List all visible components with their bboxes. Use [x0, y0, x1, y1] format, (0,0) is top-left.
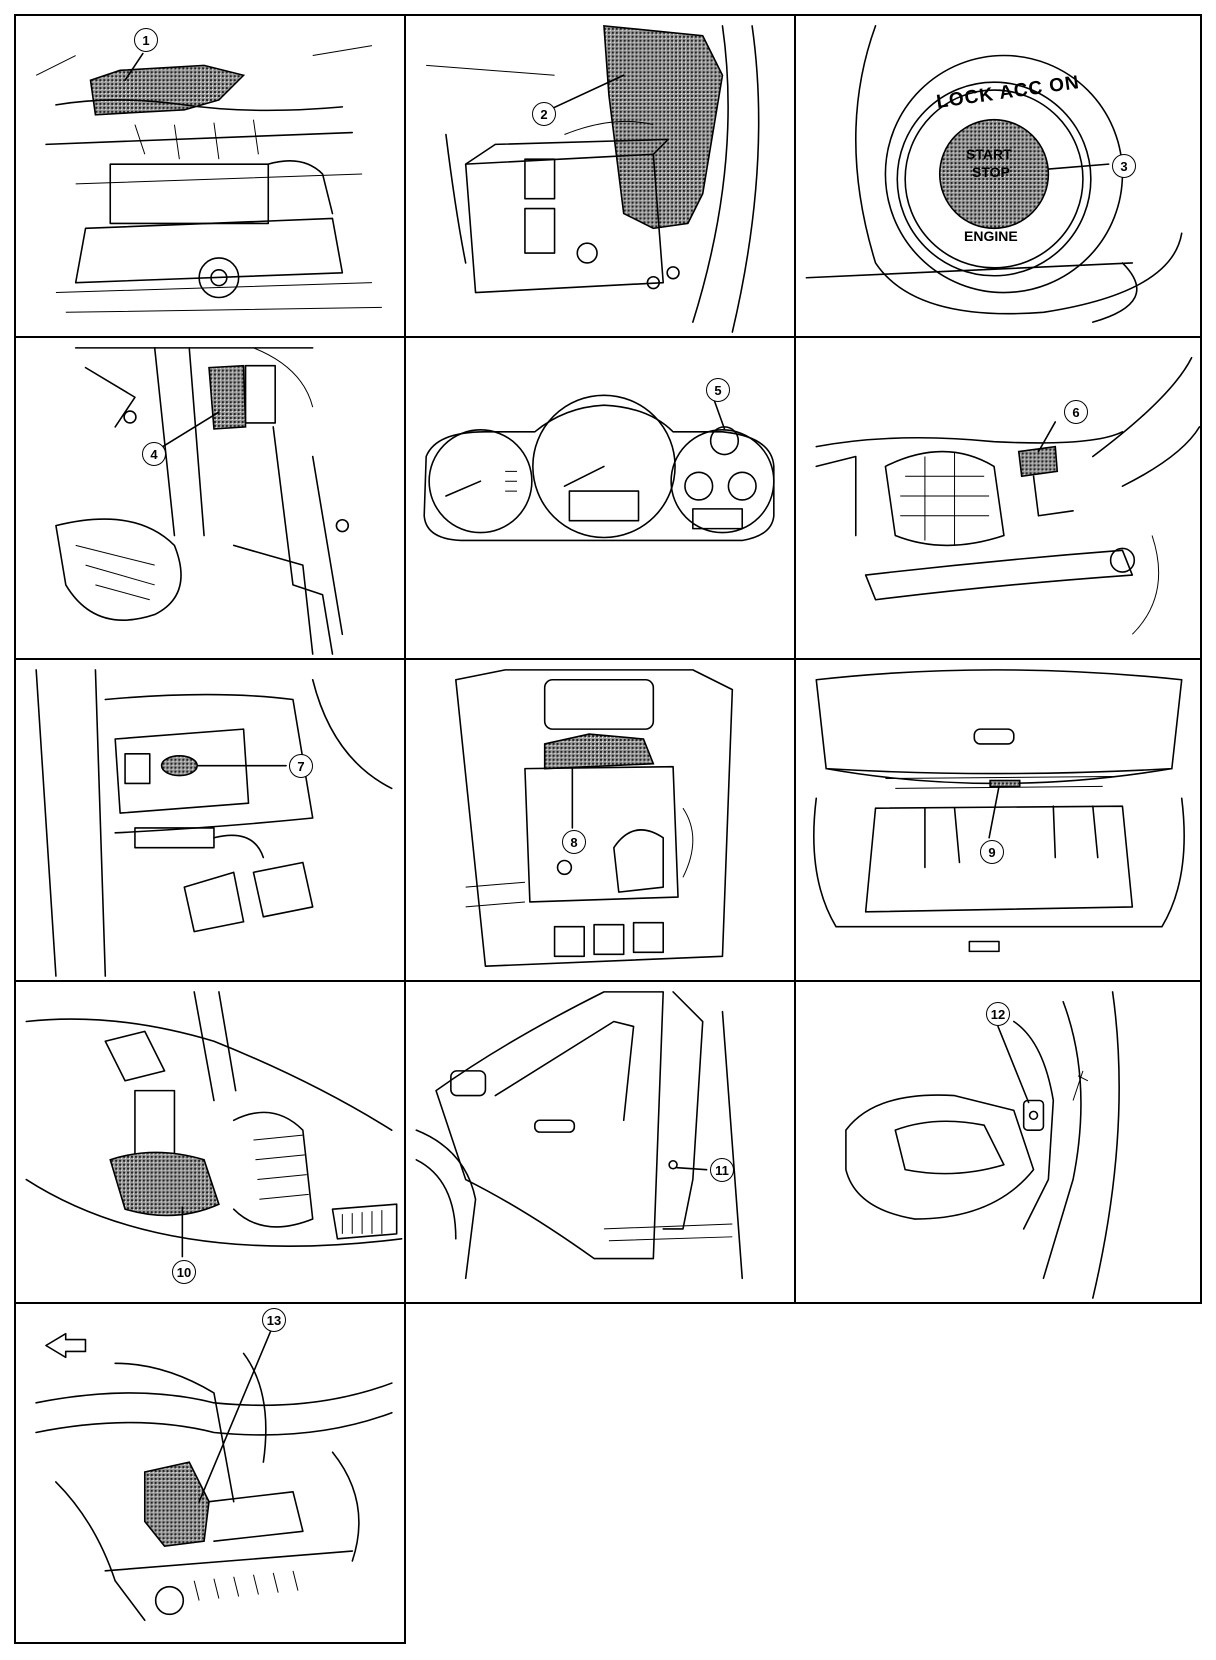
engine-room-illustration	[35, 45, 382, 313]
center-console-illustration	[455, 669, 734, 967]
callout-10: 10	[172, 1260, 196, 1284]
start-stop-button	[938, 118, 1050, 230]
front-door-illustration	[415, 991, 744, 1280]
shift-lever-area-illustration	[25, 991, 403, 1258]
switch-stop-label: STOP	[972, 164, 1010, 180]
callout-7: 7	[289, 754, 313, 778]
panel-11-front-door: 11	[404, 980, 796, 1304]
panel-7-instrument-lower: 7	[14, 658, 406, 982]
hatched-ipdm	[603, 24, 724, 230]
panel-10-shifter: 10	[14, 980, 406, 1304]
callout-12: 12	[986, 1002, 1010, 1026]
callout-11: 11	[710, 1158, 734, 1182]
push-button-ignition-illustration	[805, 25, 1183, 323]
pedal-switch-illustration	[55, 347, 350, 655]
hatched-antenna	[989, 779, 1021, 788]
dash-lower-panel-illustration	[35, 669, 393, 977]
panel-4-brake-pedal: 4	[14, 336, 406, 660]
panel-13-engine-lower: 13	[14, 1302, 406, 1644]
callout-5: 5	[706, 378, 730, 402]
callout-1: 1	[134, 28, 158, 52]
engine-lower-illustration	[35, 1328, 393, 1622]
callout-4: 4	[142, 442, 166, 466]
hatched-switch	[160, 755, 198, 777]
hatched-control-unit	[543, 733, 655, 770]
callout-2: 2	[532, 102, 556, 126]
panel-2-battery: 2	[404, 14, 796, 338]
combination-meter-illustration	[423, 394, 775, 542]
callout-13: 13	[262, 1308, 286, 1332]
callout-8: 8	[562, 830, 586, 854]
battery-illustration	[426, 24, 760, 333]
switch-start-label: START	[966, 146, 1012, 162]
panel-12-rear-seat: 12	[794, 980, 1202, 1304]
front-arrow-icon	[45, 1332, 87, 1359]
steering-column-illustration	[815, 356, 1200, 635]
trunk-illustration	[813, 669, 1185, 953]
callout-6: 6	[1064, 400, 1088, 424]
panel-8-center-console: 8	[404, 658, 796, 982]
hatched-sensor-13	[143, 1461, 210, 1547]
hatched-stop-lamp-switch	[208, 364, 247, 430]
callout-9: 9	[980, 840, 1004, 864]
rear-seat-illustration	[845, 991, 1120, 1299]
hatched-shift-module	[109, 1151, 220, 1217]
callout-3: 3	[1112, 154, 1136, 178]
panel-6-steering-area: 6	[794, 336, 1202, 660]
panel-9-trunk: 9	[794, 658, 1202, 982]
panel-3-push-switch: LOCK ACC ON START STOP ENGINE 3	[794, 14, 1202, 338]
panel-1-engine-room: 1	[14, 14, 406, 338]
switch-bottom-label: ENGINE	[964, 228, 1018, 244]
panel-5-combination-meter: 5	[404, 336, 796, 660]
hatched-sensor	[1017, 445, 1059, 478]
hatched-component-1	[89, 64, 246, 116]
